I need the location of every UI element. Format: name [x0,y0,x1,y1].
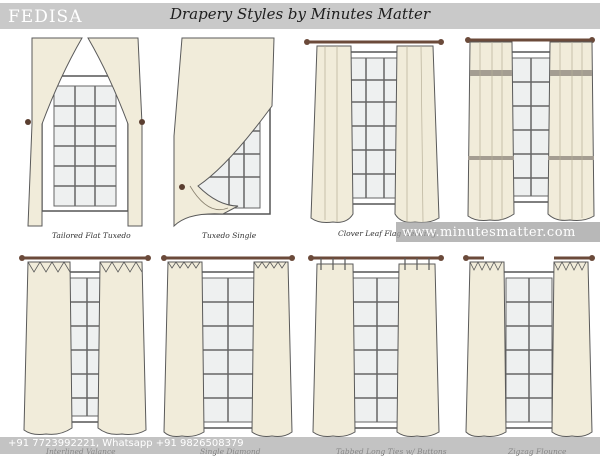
illustration-clover-leaf-flag-heading [304,39,444,223]
illustration-zigzag-flounce [463,255,595,437]
illustration-tailored-flat-tuxedo [25,37,145,227]
style-caption: Clover Leaf Flag Heading [338,229,436,238]
illustration-interlined-valance [19,255,151,435]
illustration-tabbed-long-ties [308,255,444,437]
header-band [0,3,600,29]
illustration-tuxedo-single [173,37,275,228]
contact-info: +91 7723992221, Whatsapp +91 9826508379 [8,438,244,449]
brand-logo: FEDISA [8,7,83,27]
illustration-banded-pleat-drapery [465,37,595,221]
style-caption: Tuxedo Single [202,231,257,240]
page-title: Drapery Styles by Minutes Matter [169,5,431,23]
contact-band [0,437,600,454]
watermark-url: www.minutesmatter.com [402,225,576,240]
style-caption: Tailored Flat Tuxedo [52,231,131,240]
watermark-band [396,222,600,242]
illustration-single-diamond [161,255,295,437]
